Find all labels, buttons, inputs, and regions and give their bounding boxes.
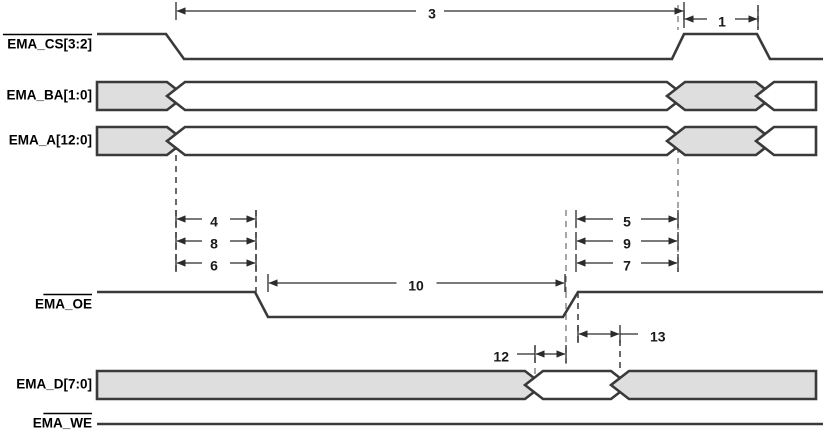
signal-label-ema_d: EMA_D[7:0] xyxy=(16,377,92,392)
measure-label-m13: 13 xyxy=(650,329,666,345)
signal-label-ema_cs: EMA_CS[3:2] xyxy=(7,37,92,52)
waveform-ema-ba-segment-1 xyxy=(164,80,688,112)
signal-label-ema_a: EMA_A[12:0] xyxy=(9,133,92,148)
waveform-ema-ba-segment-3 xyxy=(753,80,818,112)
guide-lines-group xyxy=(175,5,759,374)
measure-label-m10: 10 xyxy=(408,278,424,294)
measure-label-m4: 4 xyxy=(210,214,218,230)
measure-label-m5: 5 xyxy=(623,214,631,230)
waveform-ema-oe xyxy=(97,290,823,319)
signal-label-ema_we: EMA_WE xyxy=(33,416,92,431)
measurements-group: 3 1 4 8 6 5 9 7 10 13 12 xyxy=(175,2,759,365)
waveform-ema-d-segment-0 xyxy=(95,369,546,401)
waveform-ema-d-segment-2 xyxy=(608,369,818,401)
measure-label-m3: 3 xyxy=(428,6,436,22)
measure-label-m1: 1 xyxy=(718,14,726,30)
waveform-ema-a-segment-3 xyxy=(753,125,818,157)
waveform-ema-a-segment-1 xyxy=(164,125,688,157)
signal-label-ema_oe: EMA_OE xyxy=(35,297,92,312)
signal-labels-group: EMA_CS[3:2] EMA_BA[1:0] EMA_A[12:0] EMA_OE E… xyxy=(2,33,92,431)
signal-label-ema_ba: EMA_BA[1:0] xyxy=(6,88,92,103)
measure-label-m7: 7 xyxy=(623,258,631,274)
measure-label-m6: 6 xyxy=(210,258,218,274)
measure-label-m9: 9 xyxy=(623,236,631,252)
measure-label-m8: 8 xyxy=(210,236,218,252)
measure-label-m12: 12 xyxy=(493,349,509,365)
waveform-ema-cs xyxy=(97,32,823,61)
waveforms-group xyxy=(95,32,823,426)
